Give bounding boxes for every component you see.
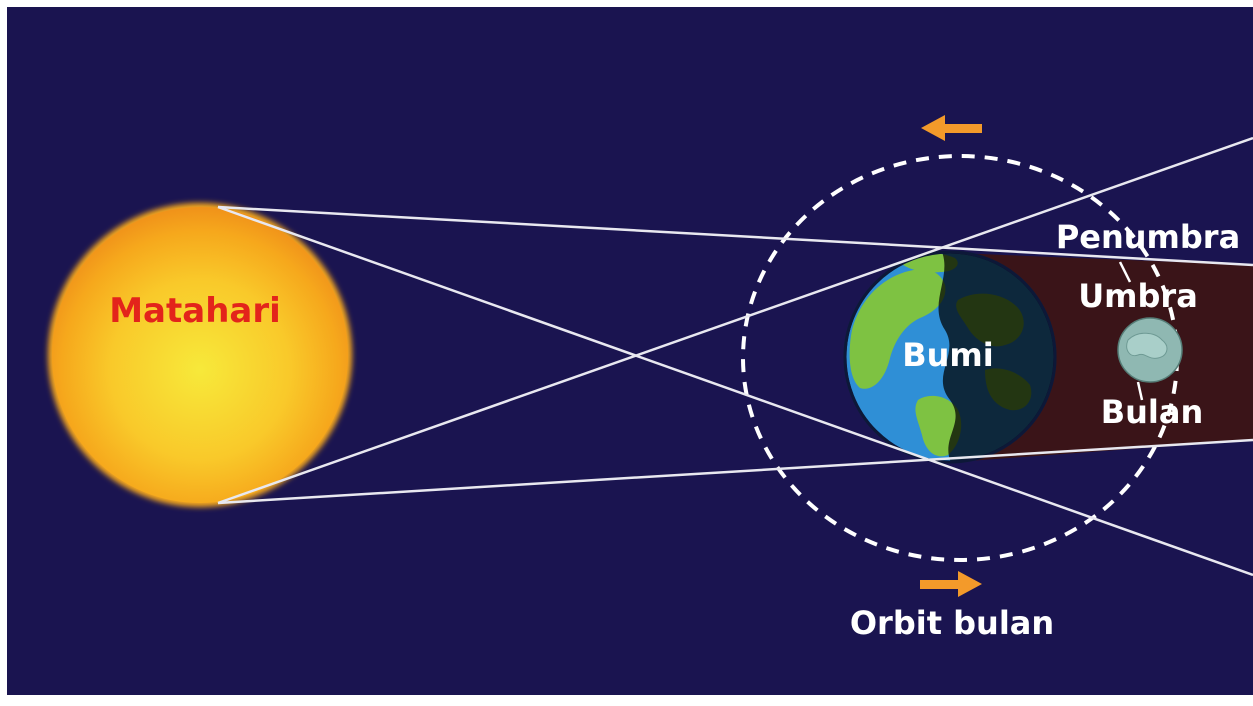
- earth-label: Bumi: [902, 336, 993, 374]
- arrow-left-icon: [921, 115, 982, 141]
- penumbra-pointer: [1118, 261, 1132, 283]
- sun: [48, 203, 352, 507]
- moon-pointer: [1136, 381, 1144, 401]
- moon-label: Bulan: [1101, 393, 1204, 431]
- outer-line-top: [217, 205, 1253, 267]
- arrow-right-icon: [920, 571, 982, 597]
- cross-line-down: [217, 205, 1253, 577]
- outer-line-bottom: [217, 438, 1253, 505]
- umbra-label: Umbra: [1078, 277, 1198, 315]
- cross-line-up: [217, 136, 1253, 505]
- shadow-lines: [217, 136, 1253, 577]
- orbit-label: Orbit bulan: [850, 604, 1054, 642]
- sun-label: Matahari: [109, 291, 281, 331]
- moon: [1117, 317, 1183, 383]
- penumbra-label: Penumbra: [1056, 218, 1240, 256]
